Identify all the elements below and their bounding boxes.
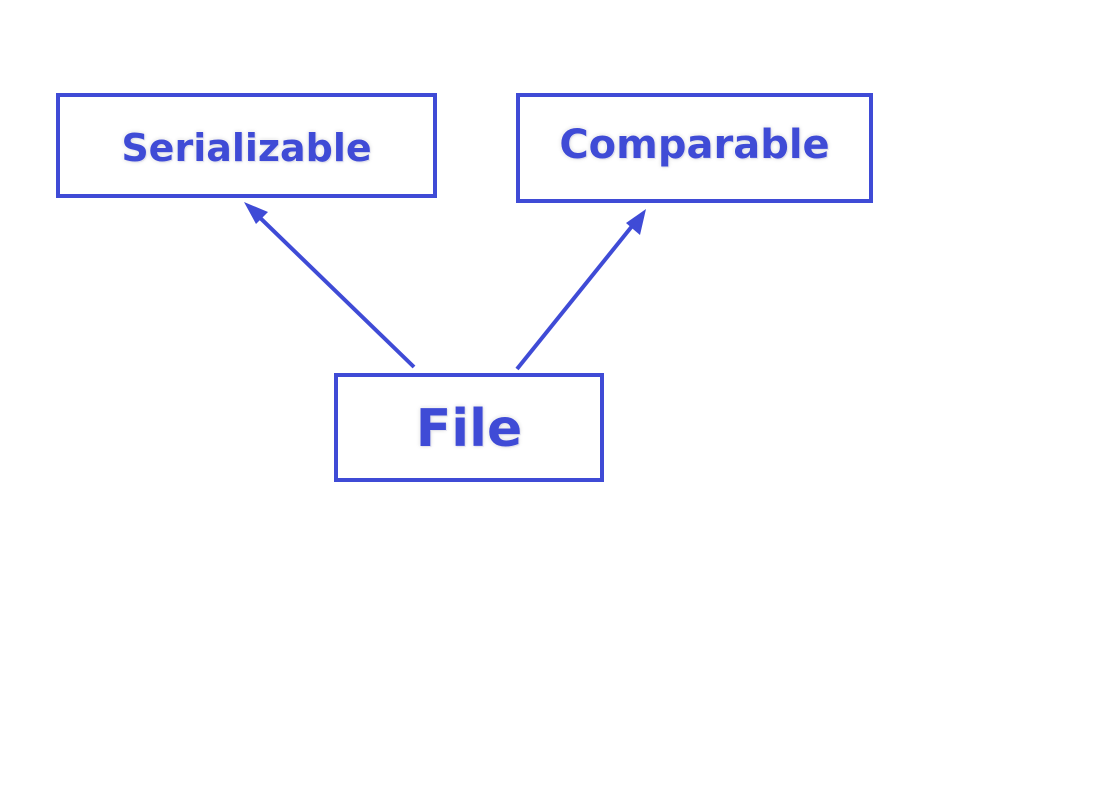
node-comparable-label: Comparable (559, 122, 830, 168)
node-file: File (334, 373, 604, 482)
arrowhead-comparable (626, 209, 646, 235)
node-serializable: Serializable (56, 93, 437, 198)
node-file-label: File (415, 399, 523, 459)
arrowhead-serializable (244, 202, 268, 224)
arrow-file-to-serializable (250, 208, 416, 369)
node-serializable-label: Serializable (121, 125, 372, 170)
node-comparable: Comparable (516, 93, 873, 203)
arrow-file-to-comparable (515, 218, 639, 371)
